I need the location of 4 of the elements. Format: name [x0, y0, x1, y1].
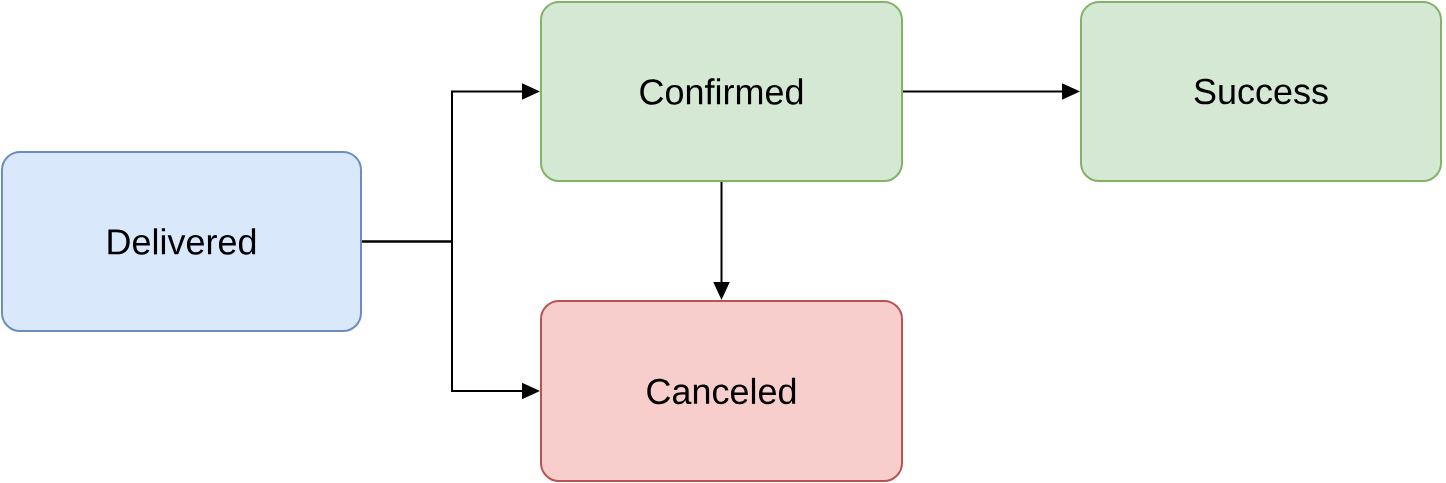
state-box: Canceled [540, 300, 903, 482]
state-box: Confirmed [540, 1, 903, 182]
state-box: Delivered [1, 151, 362, 332]
state-box: Success [1080, 1, 1442, 182]
